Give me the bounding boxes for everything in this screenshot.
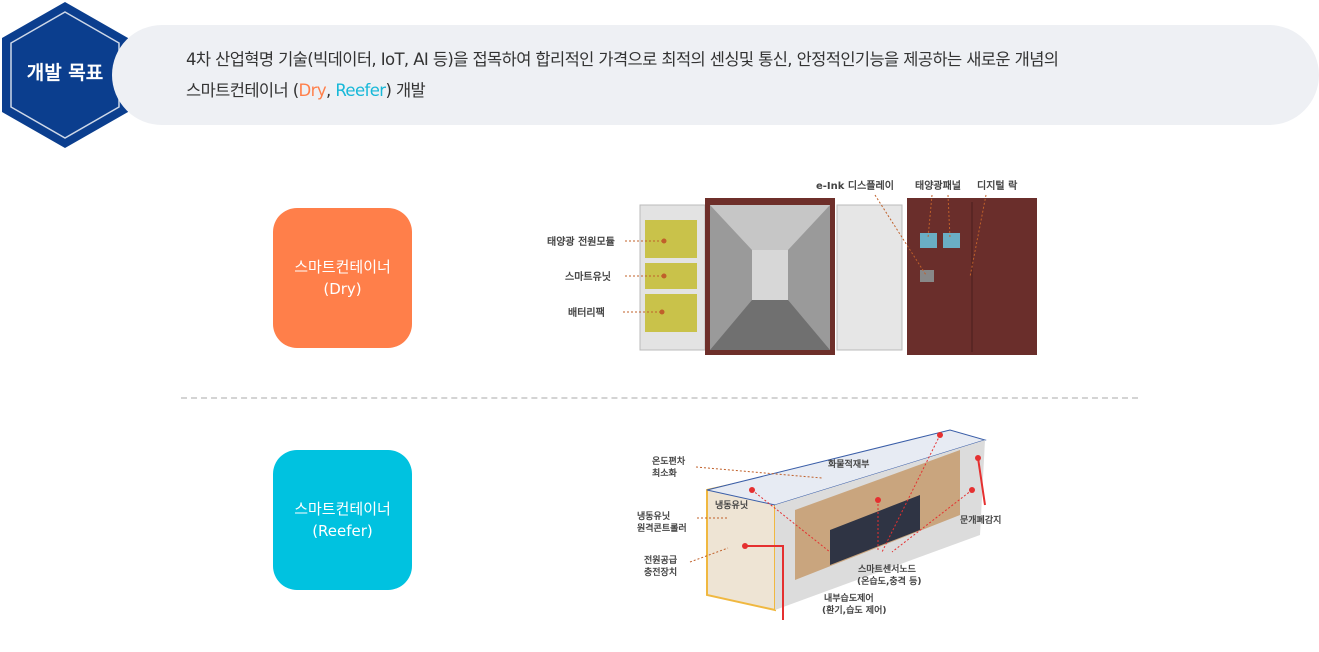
reefer-label-remote-1: 냉동유닛 [637, 510, 670, 522]
reefer-container-card: 스마트컨테이너 (Reefer) [273, 450, 412, 590]
reefer-label-node-1: 스마트센서노드 [858, 563, 917, 575]
reefer-label-temp-1: 온도편차 [652, 455, 686, 467]
goal-hexagon-badge [2, 2, 128, 148]
reefer-label-door: 문개폐감지 [960, 514, 1001, 526]
dry-container-card: 스마트컨테이너 (Dry) [273, 208, 412, 348]
goal-line-1: 4차 산업혁명 기술(빅데이터, IoT, AI 등)을 접목하여 합리적인 가… [186, 50, 1059, 69]
section-divider [181, 397, 1138, 399]
goal-badge-label: 개발 목표 [26, 62, 104, 84]
goal-reefer: Reefer [335, 81, 386, 100]
dry-card-sub: (Dry) [323, 280, 362, 298]
reefer-card-title: 스마트컨테이너 [294, 500, 391, 518]
reefer-label-remote-2: 원격콘트롤러 [637, 522, 687, 534]
dry-label-solar-module: 태양광 전원모듈 [547, 235, 615, 248]
reefer-label-humid-1: 내부습도제어 [824, 592, 874, 604]
reefer-label-power-1: 전원공급 [644, 554, 678, 566]
goal-text: 4차 산업혁명 기술(빅데이터, IoT, AI 등)을 접목하여 합리적인 가… [186, 44, 1059, 106]
dry-label-battery: 배터리팩 [568, 306, 605, 319]
dry-label-solar-panel: 태양광패널 [915, 179, 961, 192]
goal-dry: Dry [298, 81, 327, 100]
reefer-card-sub: (Reefer) [312, 522, 373, 540]
reefer-container-illustration: 온도편차 최소화 화물적재부 냉동유닛 냉동유닛 원격콘트롤러 전원공급 충전장… [637, 429, 1001, 620]
goal-sep: , [326, 81, 336, 100]
dry-card-title: 스마트컨테이너 [294, 258, 391, 276]
reefer-label-power-2: 충전장치 [644, 566, 677, 578]
reefer-label-cargo: 화물적재부 [828, 458, 869, 470]
reefer-label-fridge: 냉동유닛 [715, 499, 748, 511]
reefer-label-humid-2: (환기,습도 제어) [822, 604, 886, 616]
dry-label-eink: e-Ink 디스플레이 [816, 179, 894, 192]
dry-label-digital-lock: 디지털 락 [977, 179, 1018, 192]
dry-container-illustration: 태양광 전원모듈 스마트유닛 배터리팩 e-Ink 디스플레이 태양광패널 디지… [547, 179, 1037, 355]
reefer-label-temp-2: 최소화 [652, 467, 678, 479]
reefer-label-node-2: (온습도,충격 등) [857, 575, 921, 587]
goal-line-2: 스마트컨테이너 (Dry, Reefer) 개발 [186, 75, 1058, 106]
goal-line-2-suffix: ) 개발 [385, 81, 426, 100]
goal-line-2-prefix: 스마트컨테이너 ( [186, 81, 299, 100]
goal-banner [112, 25, 1319, 125]
dry-label-smart-unit: 스마트유닛 [565, 270, 611, 283]
